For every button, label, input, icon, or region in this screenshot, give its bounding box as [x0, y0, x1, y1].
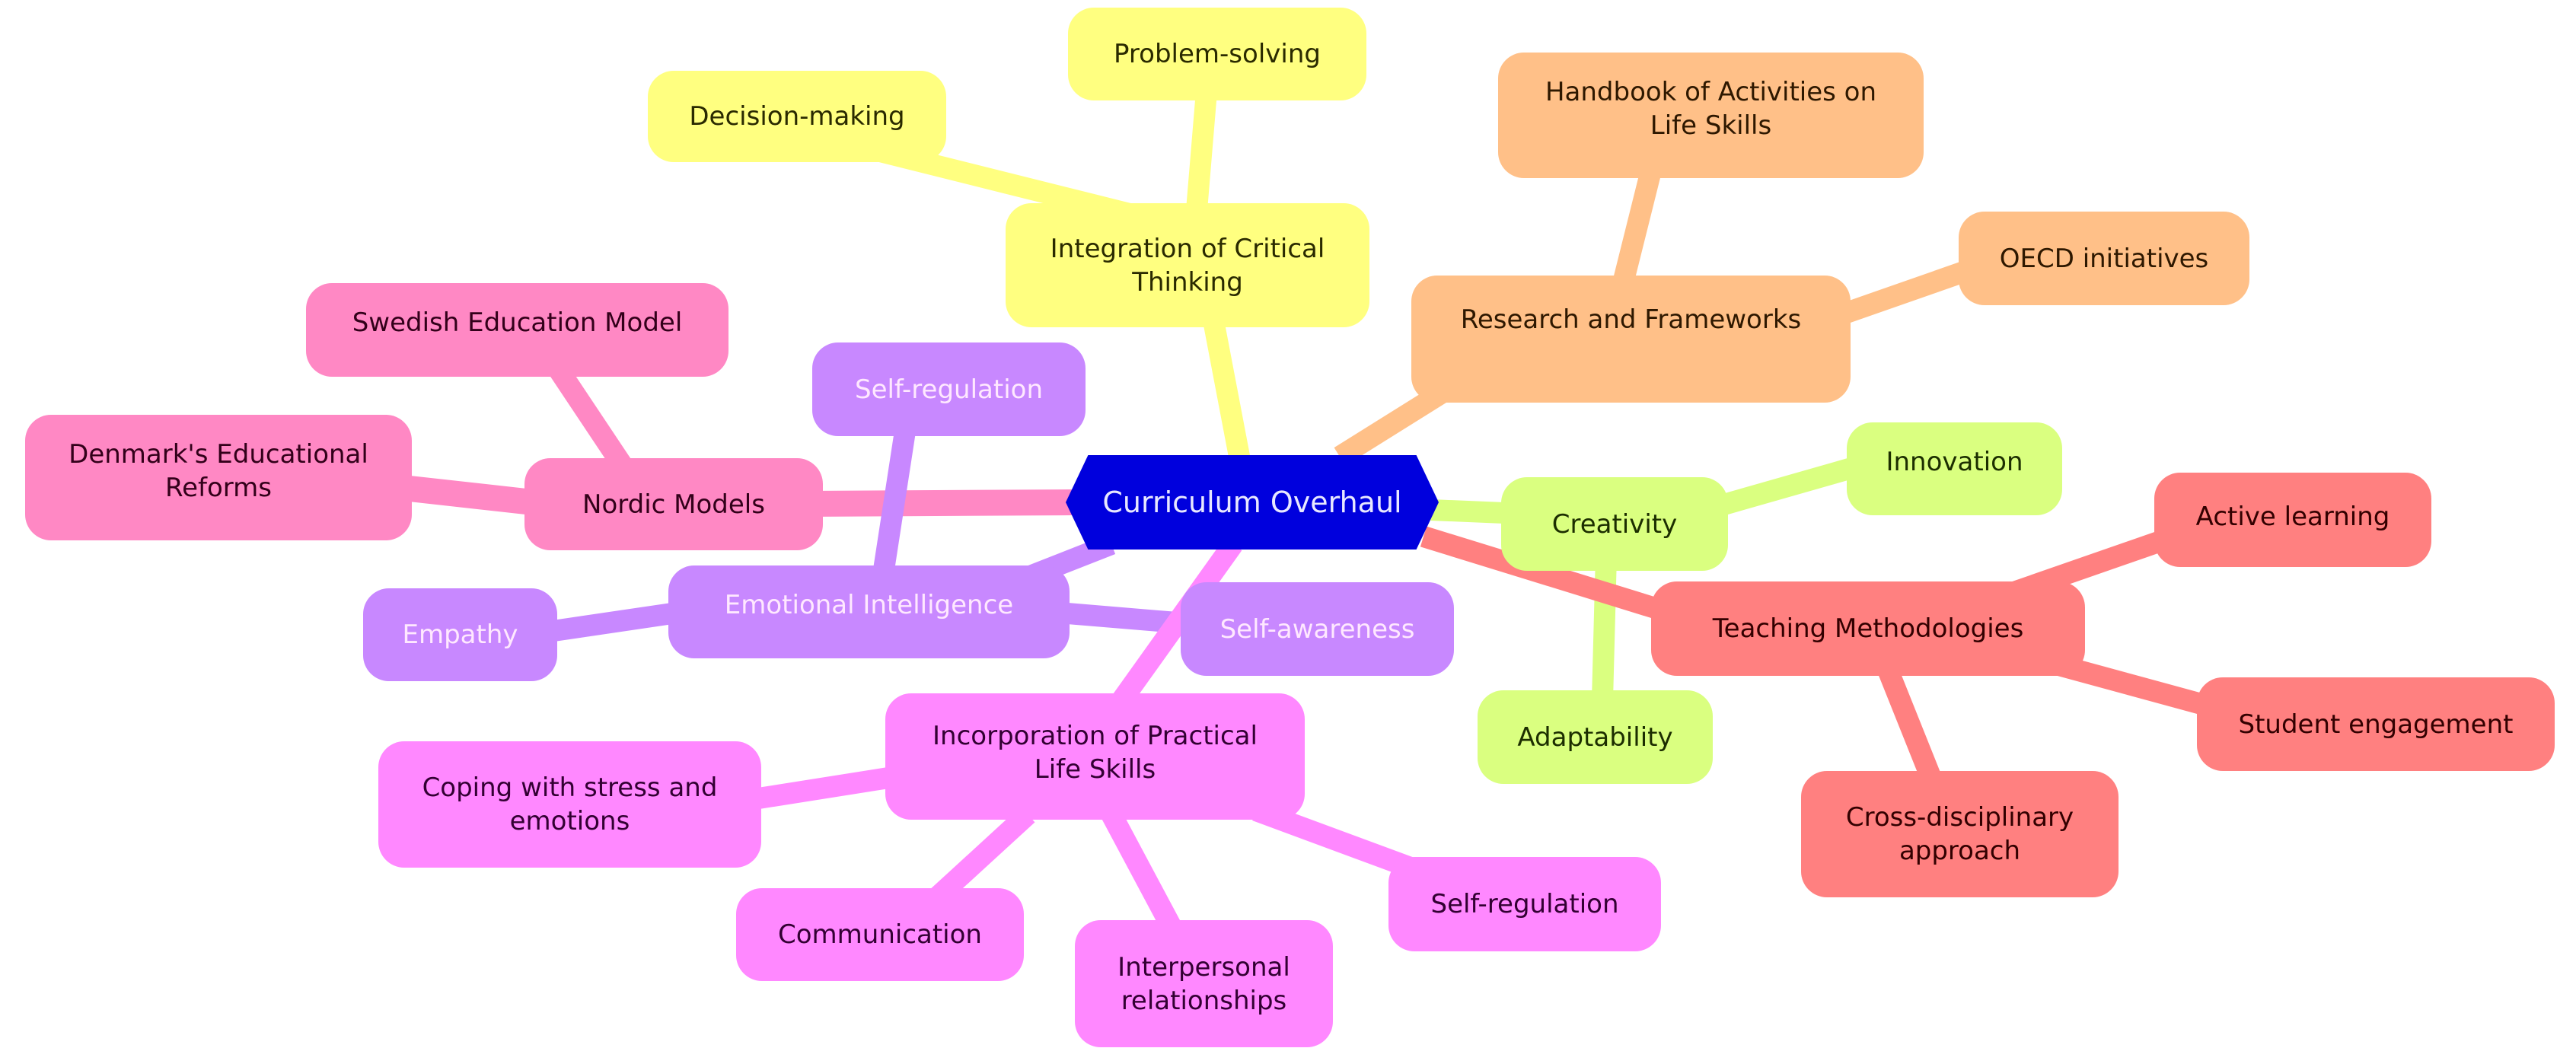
- node-student-engagement[interactable]: Student engagement: [2197, 677, 2555, 771]
- node-self-regulation-emotional[interactable]: Self-regulation: [812, 342, 1086, 436]
- node-empathy[interactable]: Empathy: [363, 588, 557, 681]
- node-label: Decision-making: [689, 101, 905, 132]
- node-interpersonal-relationships[interactable]: Interpersonal relationships: [1075, 920, 1333, 1047]
- node-adaptability[interactable]: Adaptability: [1478, 690, 1713, 784]
- node-label: OECD initiatives: [1999, 243, 2209, 274]
- node-label: Active learning: [2195, 502, 2390, 532]
- node-innovation[interactable]: Innovation: [1847, 422, 2062, 515]
- node-label: Self-awareness: [1219, 613, 1415, 645]
- node-label-line1: Handbook of Activities on: [1545, 77, 1877, 107]
- node-label-line1: Interpersonal: [1117, 951, 1290, 983]
- node-label: Problem-solving: [1114, 39, 1321, 69]
- node-label: Creativity: [1551, 508, 1678, 540]
- node-cross-disciplinary-approach[interactable]: Cross-disciplinary approach: [1801, 771, 2119, 897]
- root-node-curriculum-overhaul[interactable]: Curriculum Overhaul: [1066, 455, 1439, 550]
- node-label-line1: Coping with stress and: [422, 773, 718, 803]
- node-label-line2: Reforms: [164, 473, 272, 503]
- node-label: Research and Frameworks: [1460, 304, 1802, 335]
- node-label-line1: Incorporation of Practical: [933, 721, 1258, 751]
- node-label-line1: Integration of Critical: [1050, 233, 1325, 264]
- node-label-line2: Life Skills: [1650, 110, 1772, 141]
- node-research-frameworks[interactable]: Research and Frameworks: [1411, 276, 1851, 403]
- node-swedish-education-model[interactable]: Swedish Education Model: [306, 283, 728, 377]
- node-label: Teaching Methodologies: [1712, 613, 2024, 644]
- node-emotional-intelligence[interactable]: Emotional Intelligence: [668, 565, 1070, 658]
- node-coping-stress-emotions[interactable]: Coping with stress and emotions: [378, 741, 761, 868]
- root-label: Curriculum Overhaul: [1102, 486, 1402, 519]
- node-label-line2: emotions: [509, 806, 630, 836]
- node-label-line2: relationships: [1121, 985, 1287, 1016]
- node-decision-making[interactable]: Decision-making: [648, 71, 946, 162]
- node-oecd-initiatives[interactable]: OECD initiatives: [1959, 212, 2249, 305]
- node-label: Student engagement: [2238, 709, 2514, 740]
- node-label: Empathy: [402, 620, 518, 650]
- node-practical-life-skills[interactable]: Incorporation of Practical Life Skills: [885, 693, 1305, 820]
- node-nordic-models[interactable]: Nordic Models: [524, 458, 823, 550]
- node-active-learning[interactable]: Active learning: [2154, 473, 2431, 567]
- node-label: Innovation: [1886, 447, 2023, 477]
- node-label-line1: Denmark's Educational: [69, 439, 368, 470]
- node-label-line2: Thinking: [1132, 266, 1243, 298]
- node-self-awareness[interactable]: Self-awareness: [1181, 582, 1454, 676]
- node-label-line1: Cross-disciplinary: [1845, 802, 2074, 833]
- node-creativity[interactable]: Creativity: [1501, 477, 1728, 571]
- node-self-regulation-life-skills[interactable]: Self-regulation: [1388, 857, 1661, 951]
- node-label: Nordic Models: [582, 489, 765, 520]
- node-communication[interactable]: Communication: [736, 888, 1024, 981]
- node-label: Self-regulation: [1430, 889, 1619, 919]
- node-label: Adaptability: [1517, 722, 1673, 753]
- node-label: Communication: [778, 919, 982, 950]
- node-label: Emotional Intelligence: [724, 590, 1014, 620]
- node-label-line2: approach: [1899, 836, 2021, 866]
- node-handbook-life-skills[interactable]: Handbook of Activities on Life Skills: [1498, 53, 1924, 178]
- node-label-line2: Life Skills: [1034, 754, 1156, 785]
- node-problem-solving[interactable]: Problem-solving: [1068, 8, 1366, 100]
- node-label: Swedish Education Model: [352, 307, 683, 338]
- node-denmark-educational-reforms[interactable]: Denmark's Educational Reforms: [25, 415, 412, 540]
- node-label: Self-regulation: [854, 374, 1043, 405]
- node-integration-critical-thinking[interactable]: Integration of Critical Thinking: [1006, 203, 1369, 327]
- node-teaching-methodologies[interactable]: Teaching Methodologies: [1651, 581, 2085, 676]
